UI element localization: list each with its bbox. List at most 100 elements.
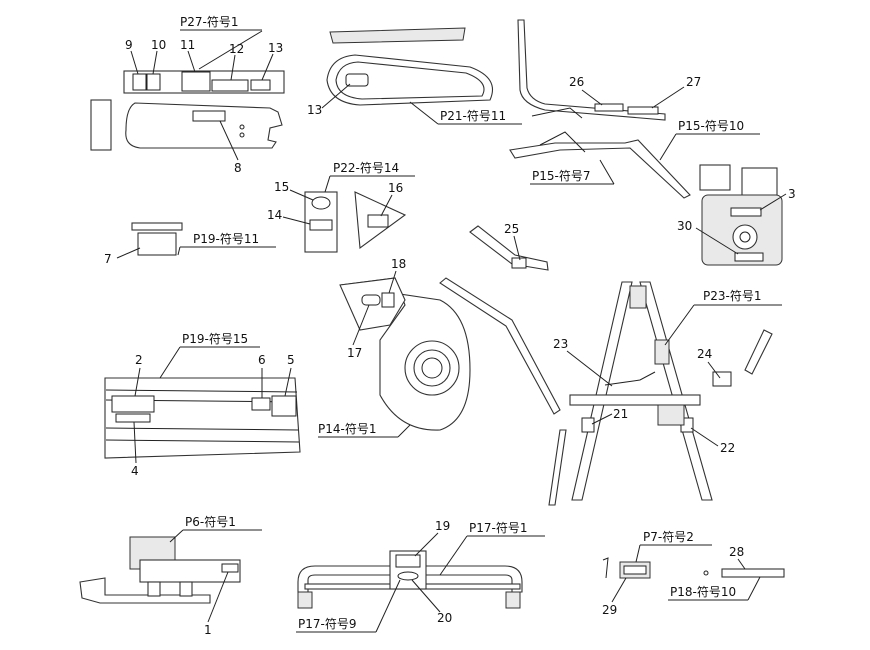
decal-10 — [146, 73, 161, 91]
callout-22: 22 — [720, 441, 735, 455]
callout-21: 21 — [613, 407, 628, 421]
callout-17: 17 — [347, 346, 362, 360]
callout-25: 25 — [504, 222, 519, 236]
plate-hole — [239, 132, 245, 138]
leader — [152, 50, 158, 75]
clamp-25 — [511, 257, 527, 269]
leader — [219, 120, 239, 161]
bumper-foot — [297, 591, 313, 609]
part-28 — [721, 568, 785, 578]
p27-plate-8 — [125, 102, 283, 149]
ref-p21-11: P21-符号11 — [440, 108, 506, 123]
ref-p15-10: P15-符号10 — [678, 118, 744, 133]
leader — [169, 529, 184, 543]
leader — [321, 83, 351, 109]
callout-7: 7 — [104, 252, 112, 266]
leader — [352, 304, 370, 346]
leader — [397, 424, 411, 438]
leader — [375, 579, 401, 633]
upper-handle — [517, 19, 666, 121]
decal-20 — [397, 571, 419, 581]
side-tube — [439, 277, 561, 415]
p22-assembly: P22-符号14 15 14 16 — [267, 160, 415, 253]
leader — [207, 571, 229, 623]
engine-fuel-tank — [741, 167, 778, 197]
lever-cable — [531, 107, 583, 119]
callout-14: 14 — [267, 208, 282, 222]
leader — [409, 101, 439, 125]
leader — [282, 216, 311, 225]
callout-29: 29 — [602, 603, 617, 617]
decal-4 — [115, 413, 151, 423]
small-plate — [90, 99, 112, 151]
callout-11: 11 — [180, 38, 195, 52]
guard-cover — [329, 27, 466, 44]
callout-10: 10 — [151, 38, 166, 52]
p21-assembly: 13 P21-符号11 — [307, 27, 522, 125]
callout-19: 19 — [435, 519, 450, 533]
decal-13b — [345, 73, 369, 87]
housing-hub — [413, 349, 451, 387]
frame-left-outer — [548, 429, 567, 506]
callout-12: 12 — [229, 42, 244, 56]
grip-26 — [594, 103, 624, 112]
p19-15-assembly: P19-符号15 2 6 5 4 — [104, 331, 301, 478]
decal-18 — [381, 292, 395, 308]
frame-plate — [654, 339, 670, 365]
callout-23: 23 — [553, 337, 568, 351]
leader — [635, 544, 641, 563]
pin — [602, 557, 609, 579]
bumper-bar — [297, 565, 523, 593]
decal-1 — [221, 563, 239, 573]
p19-11-assembly: 7 P19-符号11 — [104, 222, 276, 266]
frame-mount — [657, 404, 685, 426]
callout-3: 3 — [788, 187, 796, 201]
ref-p17-1: P17-符号1 — [469, 520, 527, 535]
leader — [664, 304, 695, 346]
engine-decal-30 — [734, 252, 764, 262]
plate-hole — [239, 124, 245, 130]
leader — [513, 235, 521, 261]
decal-19 — [395, 554, 421, 568]
leader — [599, 159, 615, 185]
p7-p18-assembly: P7-符号2 29 28 P18-符号10 — [602, 529, 785, 617]
bracket-24 — [712, 371, 732, 387]
decal-15 — [311, 196, 331, 210]
callout-26: 26 — [569, 75, 584, 89]
engine-assembly: 3 30 — [677, 164, 796, 266]
frame-right-leg — [639, 281, 713, 501]
callout-28: 28 — [729, 545, 744, 559]
callout-13b: 13 — [307, 103, 322, 117]
decal-29 — [623, 565, 647, 575]
callout-6: 6 — [258, 353, 266, 367]
leader — [187, 50, 196, 73]
housing-hub-center — [421, 357, 443, 379]
tube-assembly: 25 — [439, 222, 561, 415]
ref-p27-1: P27-符号1 — [180, 14, 238, 29]
leader — [611, 577, 627, 603]
cover-7 — [131, 222, 183, 231]
leader — [695, 227, 739, 255]
ref-p17-9: P17-符号9 — [298, 616, 356, 631]
decal-17 — [361, 294, 381, 306]
lower-handle — [509, 139, 691, 199]
bracket-leg — [147, 581, 161, 597]
ref-p18-10: P18-符号10 — [670, 584, 736, 599]
bracket-foot — [79, 577, 211, 604]
part-21 — [581, 417, 595, 433]
leader — [177, 246, 181, 256]
decal-5 — [271, 395, 297, 417]
leader — [230, 54, 236, 81]
leader — [411, 579, 441, 613]
decal-14 — [309, 219, 333, 231]
ref-p19-15: P19-符号15 — [182, 331, 248, 346]
frame-left-leg — [571, 281, 633, 501]
leader — [414, 532, 439, 557]
callout-5: 5 — [287, 353, 295, 367]
callout-30: 30 — [677, 219, 692, 233]
leader — [581, 89, 603, 106]
leader — [116, 247, 141, 259]
lever-7 — [539, 131, 586, 153]
